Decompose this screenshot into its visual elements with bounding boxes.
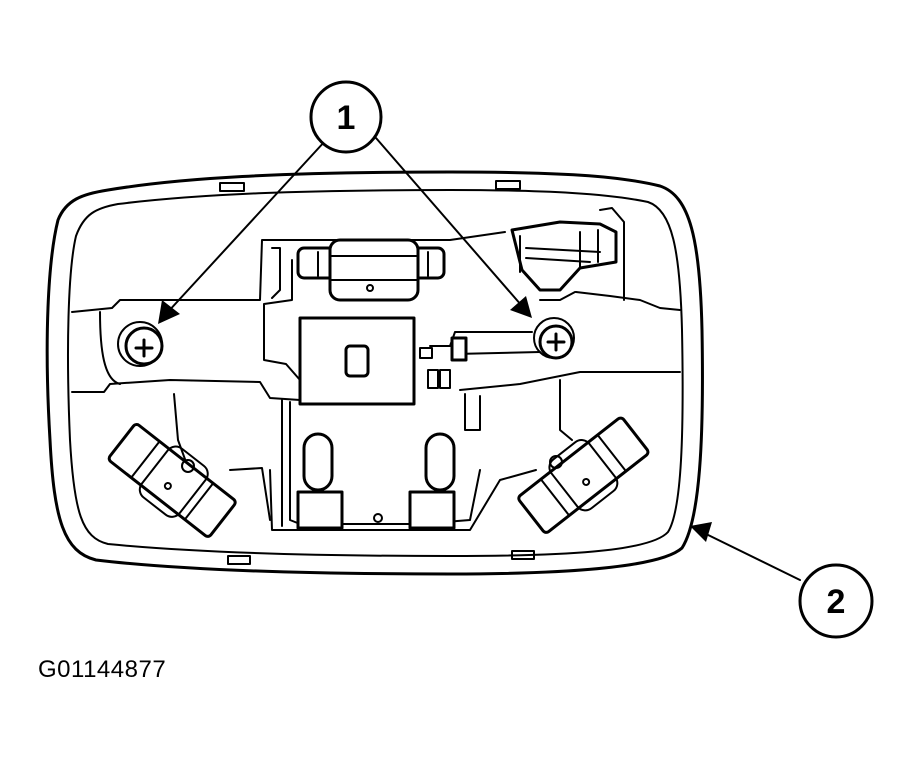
callout-1-label: 1 <box>337 99 356 137</box>
console-housing <box>45 170 704 576</box>
dome-bulb-assembly <box>296 238 446 302</box>
callout-2-label: 2 <box>827 583 846 621</box>
lower-sockets <box>296 432 456 530</box>
reading-lamp-right <box>517 416 650 534</box>
lamp-right-pin <box>549 455 563 469</box>
callout-2: 2 <box>798 563 874 639</box>
callout-2-leader <box>690 522 801 581</box>
screw-right <box>533 317 575 360</box>
callout-1-leaders <box>158 137 532 324</box>
arrowhead-housing <box>690 522 712 542</box>
arrowhead-left <box>158 300 180 324</box>
arrowhead-right <box>510 296 532 318</box>
wire-connector <box>510 220 618 292</box>
callout-1: 1 <box>309 80 383 154</box>
lamp-left-pin <box>181 459 195 473</box>
figure-id-label: G01144877 <box>38 656 167 683</box>
reading-lamp-left <box>107 423 237 538</box>
screw-left <box>117 321 164 367</box>
switch-module <box>298 316 468 406</box>
wiring-channel <box>71 207 681 531</box>
